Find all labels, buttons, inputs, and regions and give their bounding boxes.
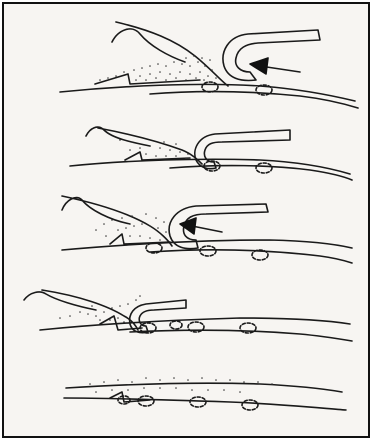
figure-frame (3, 3, 369, 437)
